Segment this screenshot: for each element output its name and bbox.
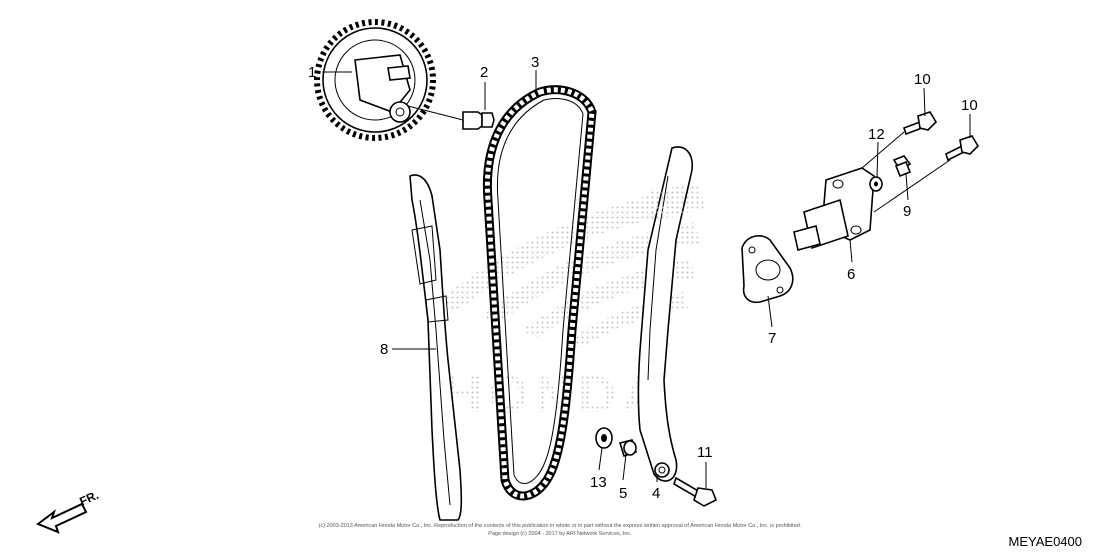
tensioner-gasket-part-7[interactable] <box>741 235 794 304</box>
callout-2: 2 <box>480 64 488 81</box>
cam-sprocket-part-1[interactable] <box>314 19 436 141</box>
front-direction-indicator: FR. <box>35 488 101 534</box>
callout-9: 9 <box>903 203 911 220</box>
sealing-bolt-part-9[interactable] <box>892 155 912 178</box>
front-arrow-icon <box>35 502 88 534</box>
cam-chain-guide-part-8[interactable] <box>409 174 463 521</box>
copyright-footer: (c) 2003-2013 American Honda Motor Co., … <box>319 523 802 537</box>
callout-7: 7 <box>768 330 776 347</box>
bolt-part-10-upper[interactable] <box>902 111 938 136</box>
callout-10-right: 10 <box>961 97 978 114</box>
callout-13: 13 <box>590 474 607 491</box>
bolt-part-10-lower[interactable] <box>945 135 980 162</box>
washer-part-13[interactable] <box>595 427 613 449</box>
callout-3: 3 <box>531 54 539 71</box>
washer-part-12[interactable] <box>869 176 883 192</box>
sprocket-bolt-part-2[interactable] <box>407 105 495 130</box>
callout-11: 11 <box>697 444 713 461</box>
tensioner-lifter-part-6[interactable] <box>793 167 875 251</box>
cam-chain-part-3[interactable] <box>482 85 597 501</box>
callout-8: 8 <box>380 341 388 358</box>
front-label: FR. <box>77 488 100 509</box>
pivot-bolt-part-11[interactable] <box>673 476 718 507</box>
tensioner-arm-part-4[interactable] <box>637 146 694 482</box>
collar-part-5[interactable] <box>618 439 638 458</box>
callout-4: 4 <box>652 485 660 502</box>
callout-labels: 1 2 3 8 4 5 13 11 6 7 9 12 10 10 <box>308 54 978 502</box>
callout-6: 6 <box>847 266 855 283</box>
callout-1: 1 <box>308 64 316 81</box>
diagram-code: MEYAE0400 <box>1009 534 1082 549</box>
copyright-line-1: (c) 2003-2013 American Honda Motor Co., … <box>319 523 802 529</box>
callout-12: 12 <box>868 126 885 143</box>
callout-10-left: 10 <box>914 71 931 88</box>
watermark-text: HONDA <box>445 366 666 424</box>
callout-5: 5 <box>619 485 627 502</box>
leader-lines <box>322 70 971 488</box>
copyright-line-2: Page design (c) 2004 - 2017 by ARI Netwo… <box>488 531 632 537</box>
